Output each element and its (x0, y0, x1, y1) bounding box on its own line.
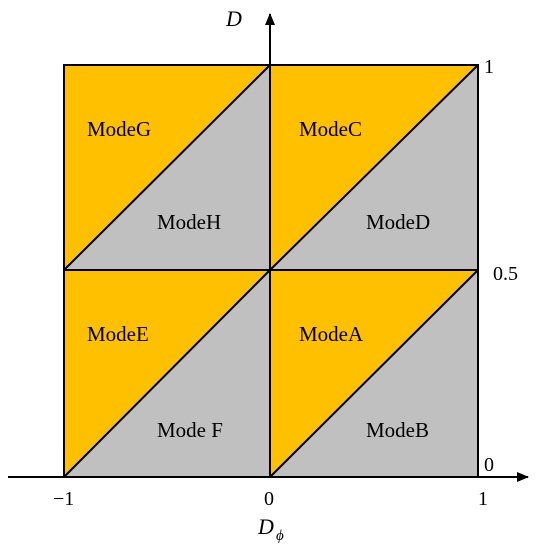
mode-label-e: ModeE (87, 322, 149, 346)
y-axis-label: D (225, 6, 242, 31)
x-tick-zero: 0 (264, 488, 274, 510)
y-tick-zero: 0 (484, 454, 494, 476)
x-axis-label-subscript: ϕ (276, 528, 284, 544)
mode-label-f: Mode F (157, 418, 223, 442)
mode-label-d: ModeD (366, 210, 430, 234)
x-tick-one: 1 (478, 488, 488, 510)
mode-label-c: ModeC (299, 117, 362, 141)
y-tick-one: 1 (484, 56, 494, 78)
mode-label-g: ModeG (87, 117, 151, 141)
x-axis-label: D (257, 514, 274, 539)
y-tick-half: 0.5 (493, 263, 518, 285)
mode-label-a: ModeA (299, 322, 364, 346)
mode-label-b: ModeB (366, 418, 429, 442)
mode-label-h: ModeH (157, 210, 221, 234)
x-tick-minus-one: −1 (53, 488, 74, 510)
